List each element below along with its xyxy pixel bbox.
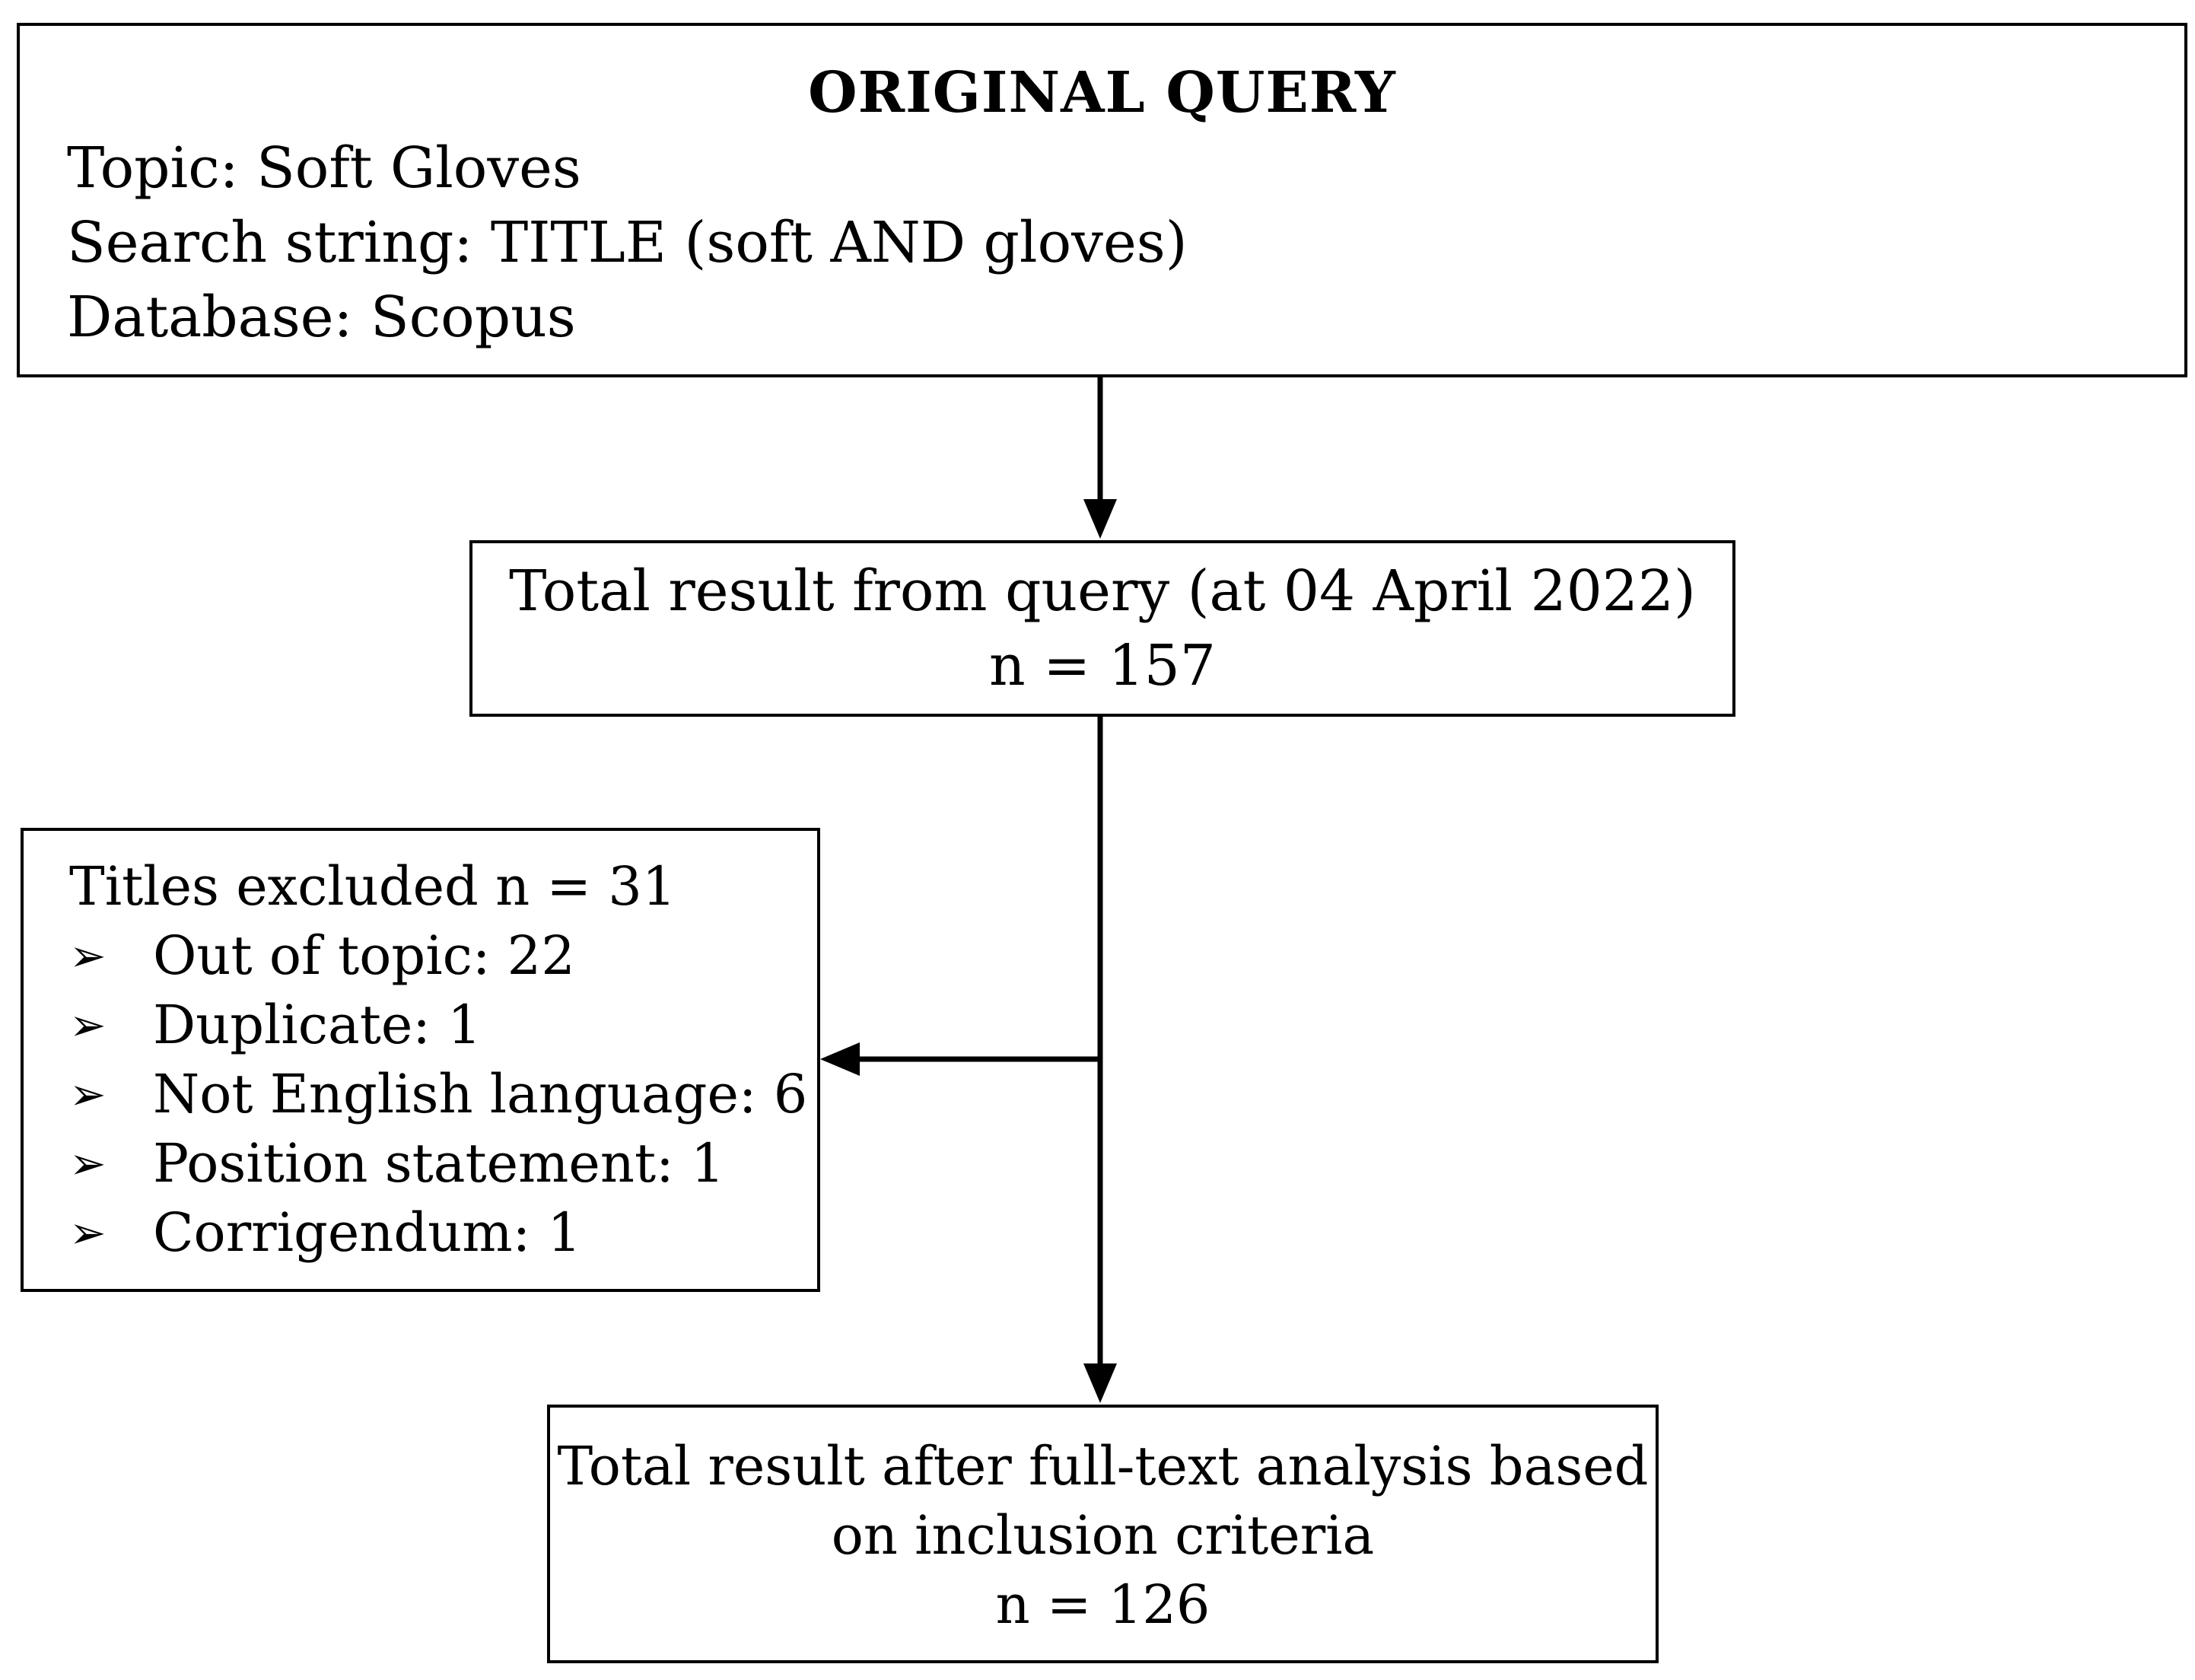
final-result-box: Total result after full-text analysis ba… [547,1405,1659,1663]
arrow-bullet-icon: ➢ [69,1207,107,1258]
final-result-count: n = 126 [995,1573,1210,1636]
arrow-query-to-total [1083,377,1117,539]
arrow-bullet-icon: ➢ [69,999,107,1051]
excluded-item: ➢ Duplicate: 1 [69,991,817,1060]
total-result-count: n = 157 [989,633,1216,698]
query-database: Database: Scopus [67,285,576,350]
arrow-bullet-icon: ➢ [69,1068,107,1120]
excluded-item: ➢ Out of topic: 22 [69,921,817,991]
titles-excluded-heading: Titles excluded n = 31 [69,855,676,918]
excluded-item-label: Position statement: 1 [153,1132,725,1195]
arrow-total-to-final [1083,717,1117,1403]
excluded-item-label: Not English language: 6 [153,1063,808,1125]
arrow-to-excluded [820,1042,1100,1076]
excluded-item: ➢ Not English language: 6 [69,1060,817,1129]
final-result-label-line2: on inclusion criteria [831,1504,1375,1567]
total-result-label: Total result from query (at 04 April 202… [509,558,1696,624]
arrow-bullet-icon: ➢ [69,930,107,982]
excluded-item: ➢ Position statement: 1 [69,1129,817,1198]
titles-excluded-box: Titles excluded n = 31 ➢ Out of topic: 2… [21,828,820,1292]
original-query-box: ORIGINAL QUERY Topic: Soft Gloves Search… [17,23,2187,377]
arrow-bullet-icon: ➢ [69,1138,107,1189]
excluded-item: ➢ Corrigendum: 1 [69,1198,817,1268]
total-result-box: Total result from query (at 04 April 202… [469,540,1735,717]
excluded-item-label: Out of topic: 22 [153,924,575,987]
query-topic: Topic: Soft Gloves [67,135,581,201]
original-query-heading: ORIGINAL QUERY [808,60,1396,126]
query-search-string: Search string: TITLE (soft AND gloves) [67,210,1188,275]
excluded-item-label: Duplicate: 1 [153,994,482,1056]
final-result-label-line1: Total result after full-text analysis ba… [557,1435,1649,1497]
excluded-item-label: Corrigendum: 1 [153,1201,581,1264]
